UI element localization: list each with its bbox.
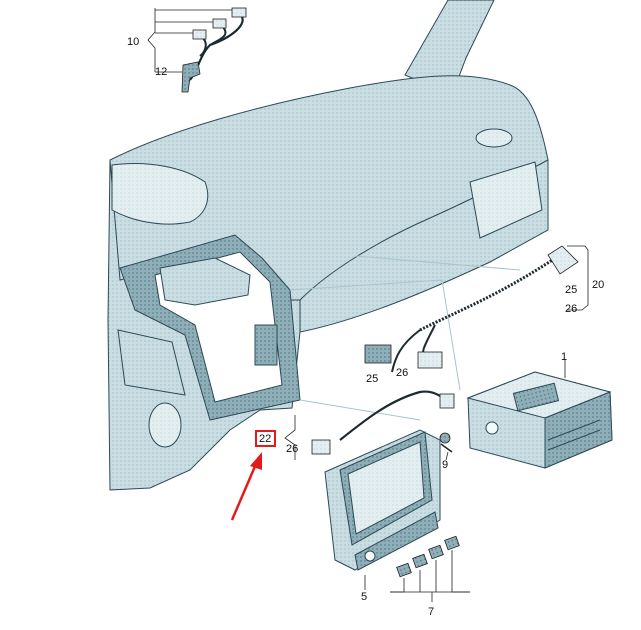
callout-22: 22 — [259, 433, 271, 445]
dashboard-panel — [107, 0, 549, 491]
callout-25-mid: 25 — [366, 373, 378, 385]
display-unit-part-5 — [324, 429, 441, 590]
connector-26 — [417, 351, 443, 369]
button-caps-part-7 — [390, 535, 470, 602]
assembly-guides — [289, 255, 521, 421]
screw-part-9 — [439, 432, 453, 461]
connector-icon — [212, 18, 227, 29]
callout-22-highlight — [255, 430, 276, 447]
callout-labels: 10 12 20 25 26 1 25 26 22 26 9 5 7 — [127, 36, 604, 618]
connector-25 — [364, 344, 392, 364]
callout-20: 20 — [592, 279, 604, 291]
callout-26-low: 26 — [286, 443, 298, 455]
antenna-cable-part-20 — [364, 245, 589, 373]
callout-26-top: 26 — [565, 303, 577, 315]
callout-25-top: 25 — [565, 284, 577, 296]
wiring-harness-part-10 — [147, 7, 247, 93]
callout-10: 10 — [127, 36, 139, 48]
dash-shroud — [111, 163, 209, 225]
connector-icon — [192, 29, 207, 40]
connector-26-lower — [311, 439, 331, 455]
callout-7: 7 — [428, 606, 434, 618]
radio-unit-part-1 — [466, 360, 613, 469]
side-vent — [148, 402, 182, 448]
airbag-badge — [475, 128, 513, 148]
red-arrow-icon — [230, 452, 262, 521]
mounting-bracket — [159, 257, 251, 306]
cable-end-connector — [547, 245, 579, 275]
cable-part-26-lower — [284, 390, 455, 460]
left-vent-strip — [117, 329, 186, 396]
connector-26-end — [439, 393, 455, 409]
callout-12: 12 — [155, 66, 167, 78]
connector-plug-12 — [181, 61, 201, 93]
callout-5: 5 — [361, 591, 367, 603]
callout-26-mid: 26 — [396, 367, 408, 379]
callout-1: 1 — [561, 351, 567, 363]
vent-grid — [254, 324, 278, 366]
glovebox-lid — [469, 161, 543, 239]
callout-9: 9 — [442, 459, 448, 471]
connector-icon — [231, 7, 247, 18]
